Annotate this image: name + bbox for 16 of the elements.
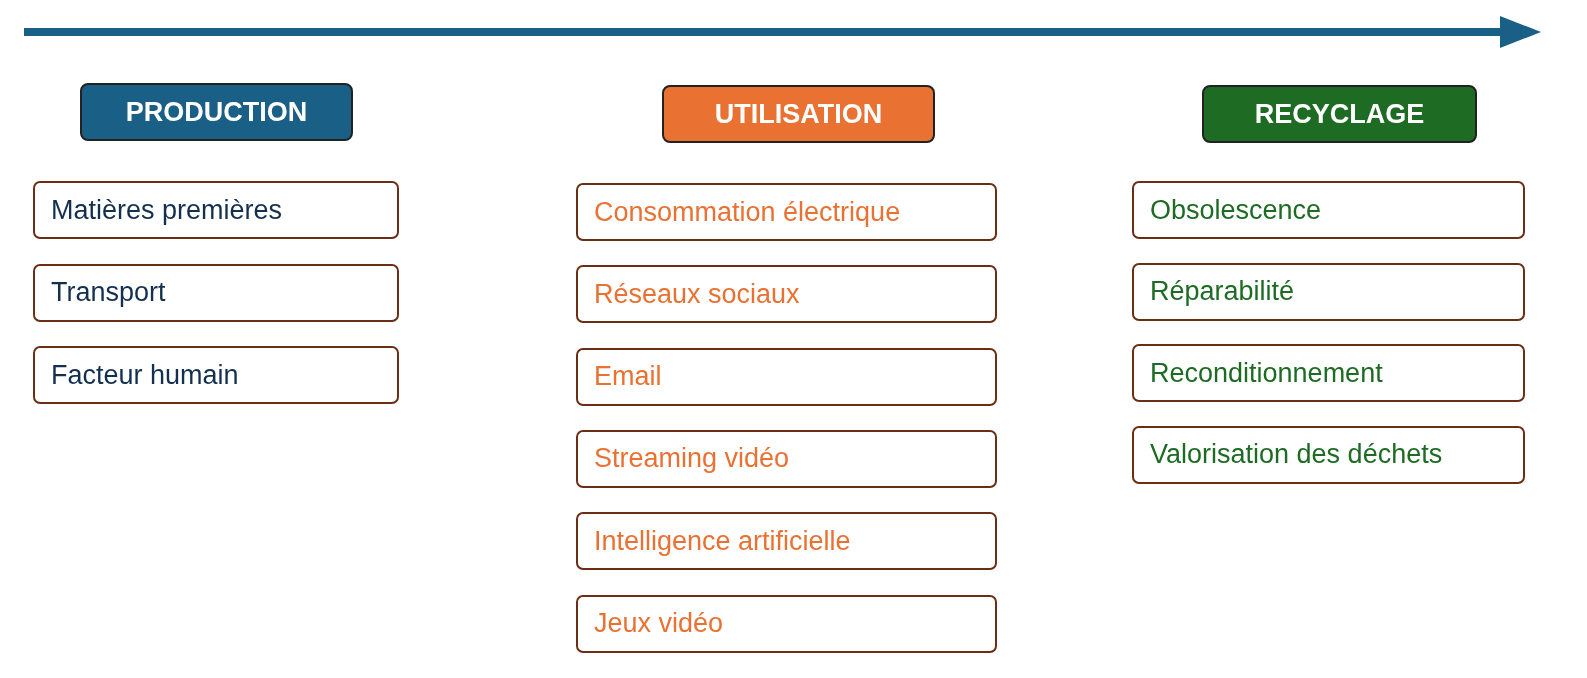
stage-header: PRODUCTION [80, 83, 353, 141]
topic-box: Réparabilité [1132, 262, 1525, 321]
stage-header: UTILISATION [662, 85, 935, 143]
topic-box: Obsolescence [1132, 181, 1525, 239]
topic-box: Facteur humain [33, 346, 399, 404]
topic-box: Streaming vidéo [576, 429, 997, 488]
topic-box: Matières premières [33, 181, 399, 239]
topic-box: Jeux vidéo [576, 594, 997, 653]
topic-box: Email [576, 347, 997, 406]
topic-box: Valorisation des déchets [1132, 425, 1525, 484]
topic-box: Transport [33, 263, 399, 322]
topic-box: Réseaux sociaux [576, 265, 997, 324]
topic-box: Intelligence artificielle [576, 512, 997, 571]
topic-box: Consommation électrique [576, 183, 997, 241]
stage-header: RECYCLAGE [1202, 85, 1477, 143]
topic-box: Reconditionnement [1132, 344, 1525, 402]
